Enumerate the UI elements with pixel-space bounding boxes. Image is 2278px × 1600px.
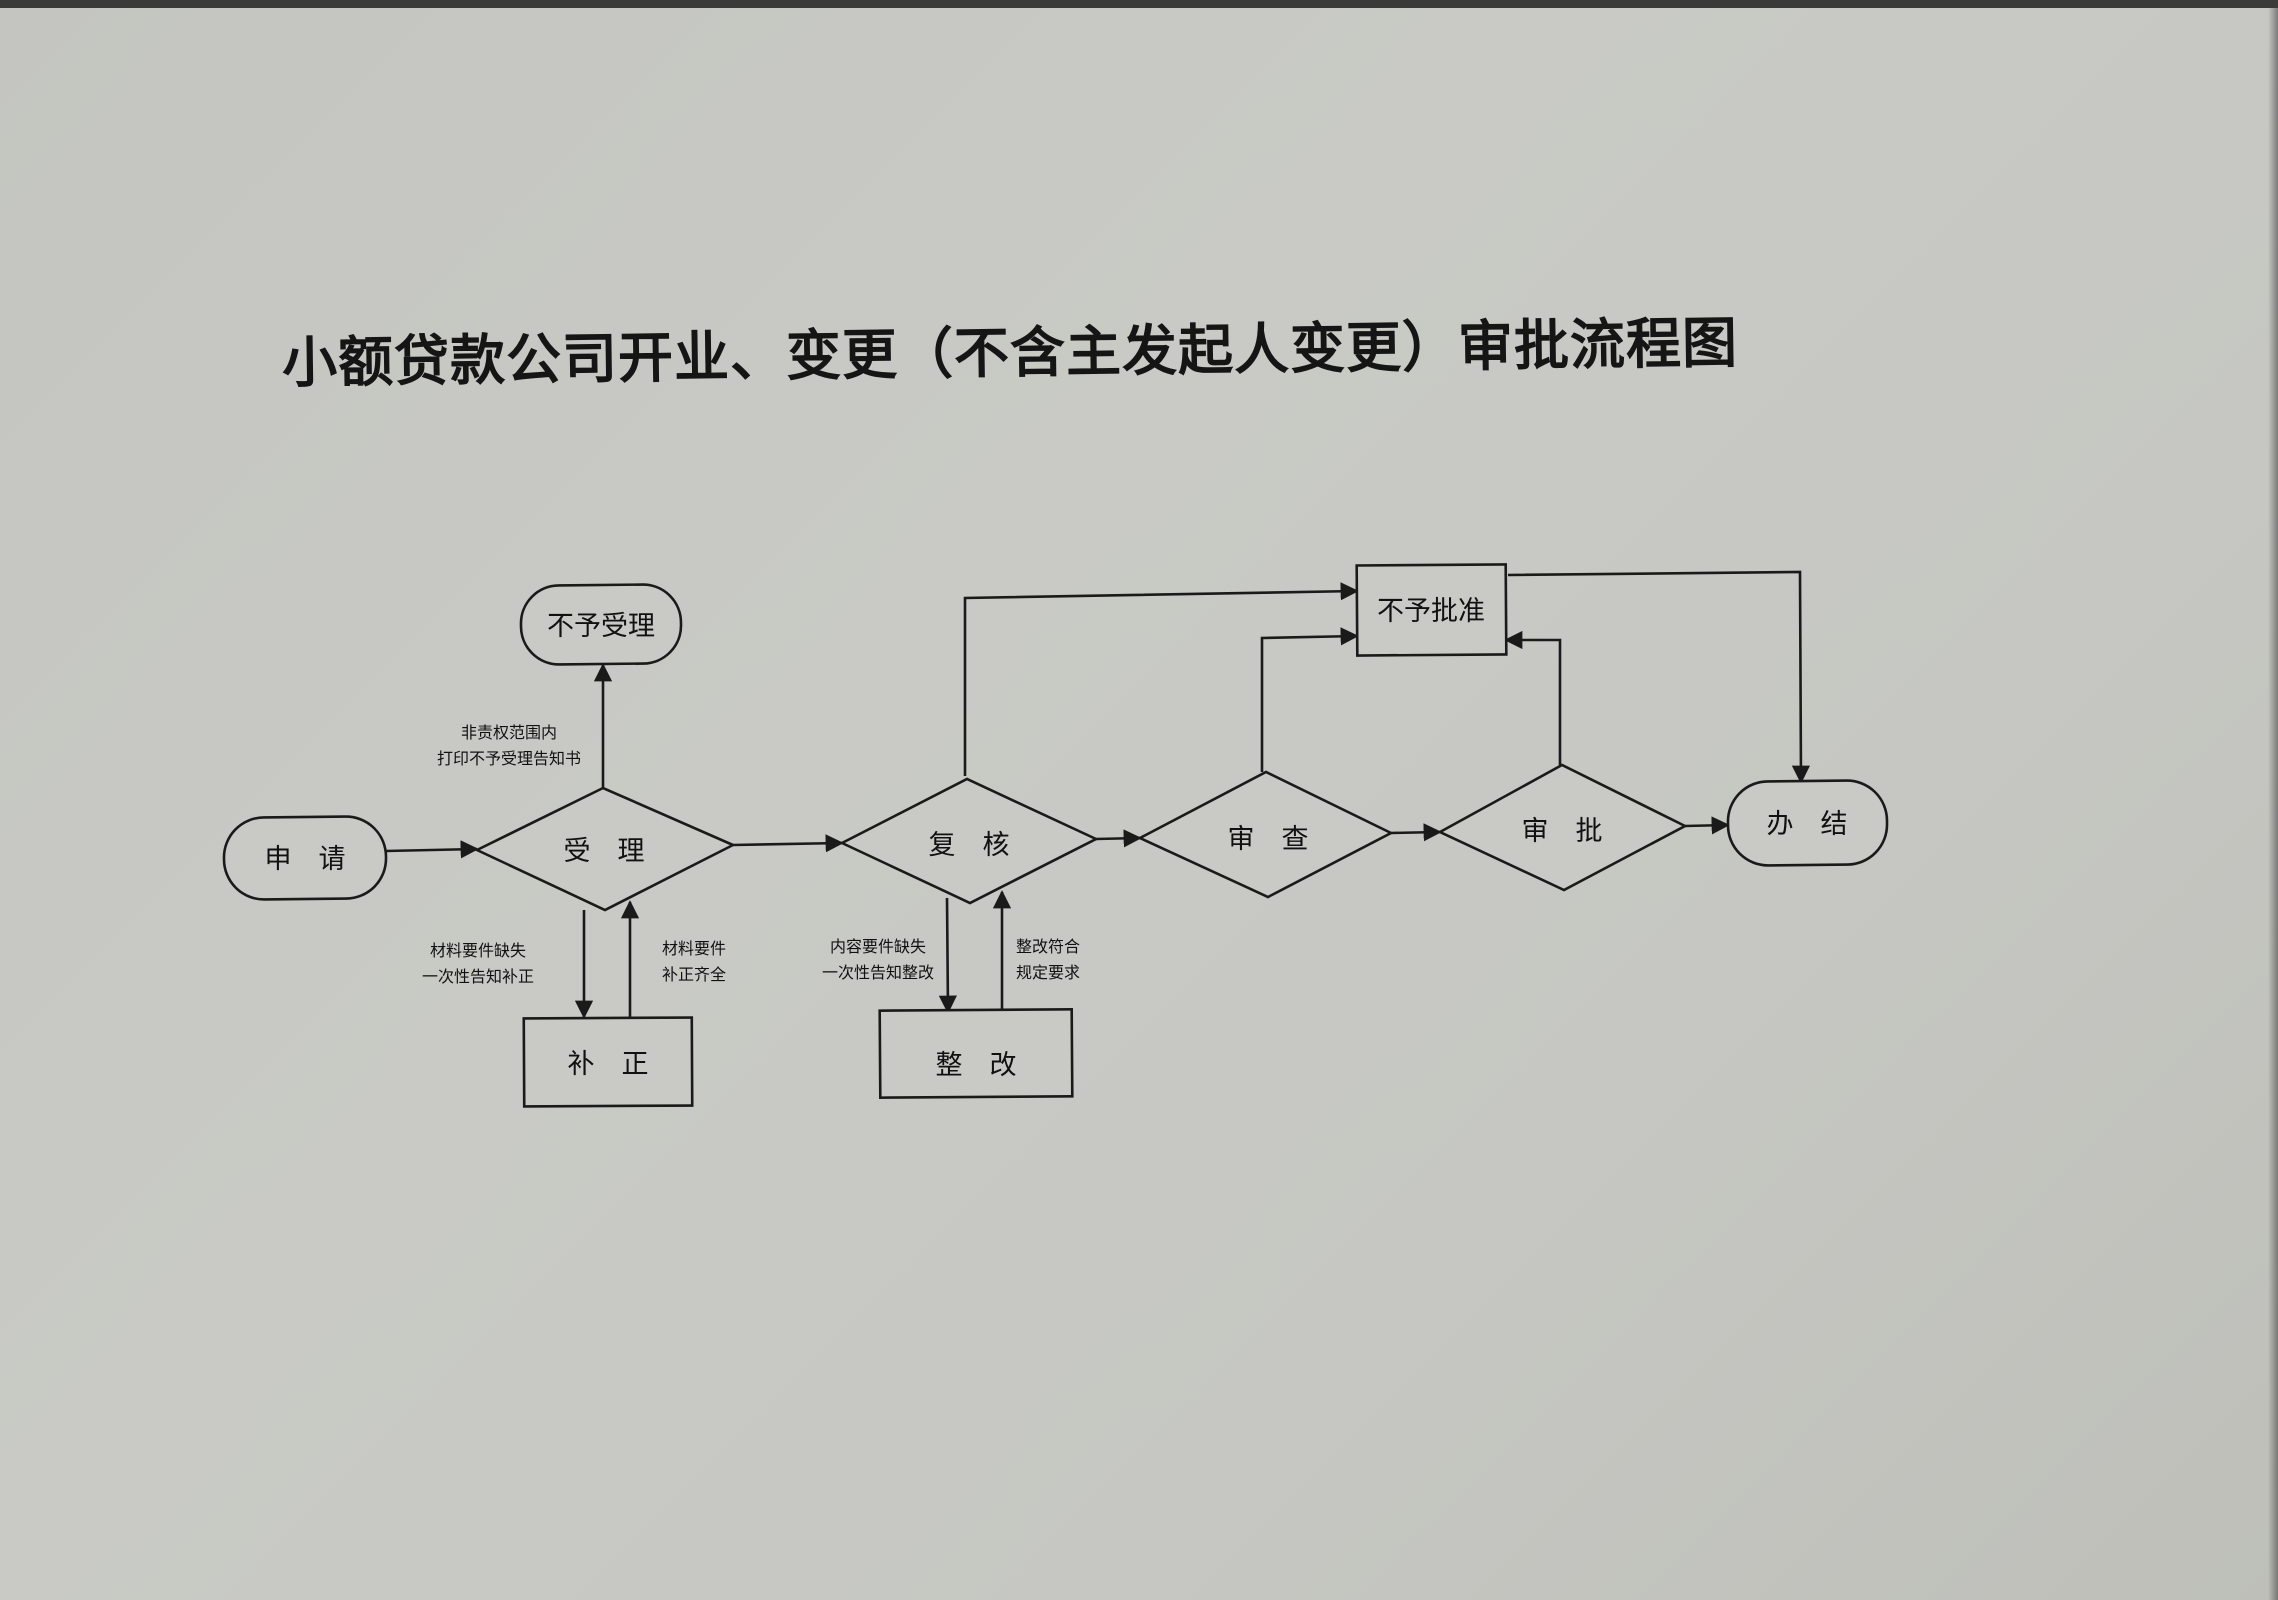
- node-supplement: 补 正: [522, 1016, 694, 1108]
- node-reject-approve: 不予批准: [1355, 563, 1508, 657]
- svg-text:复 核: 复 核: [929, 830, 1010, 861]
- svg-text:材料要件: 材料要件: [662, 939, 726, 958]
- svg-text:受 理: 受 理: [564, 836, 645, 867]
- edge-reject-approve-complete: [1507, 570, 1811, 784]
- photo-top-edge: [0, 0, 2278, 8]
- node-approve: 审 批: [1437, 763, 1688, 892]
- svg-text:申 请: 申 请: [265, 844, 346, 875]
- condition-missing-content: 内容要件缺失 一次性告知整改: [822, 937, 934, 982]
- node-reject-accept: 不予受理: [519, 583, 683, 666]
- edge-approve-complete: [1684, 816, 1730, 835]
- edge-approve-reject-approve: [1504, 630, 1562, 765]
- svg-text:一次性告知补正: 一次性告知补正: [422, 967, 534, 986]
- svg-text:补 正: 补 正: [568, 1049, 649, 1080]
- node-rectify: 整 改: [878, 1008, 1074, 1099]
- svg-text:规定要求: 规定要求: [1016, 963, 1080, 982]
- edge-review-approve: [1390, 823, 1442, 842]
- photo-right-edge: [2268, 0, 2278, 1600]
- edge-recheck-review: [1095, 829, 1142, 848]
- condition-rectify-ok: 整改符合 规定要求: [1016, 937, 1080, 982]
- node-complete: 办 结: [1726, 779, 1889, 867]
- svg-text:办 结: 办 结: [1767, 809, 1848, 840]
- condition-out-of-scope: 非责权范围内 打印不予受理告知书: [437, 723, 581, 768]
- node-apply: 申 请: [222, 815, 388, 901]
- edge-accept-recheck: [732, 834, 844, 853]
- edge-apply-accept: [385, 840, 479, 859]
- edge-review-reject-approve: [1260, 627, 1359, 772]
- edges: [385, 570, 1811, 1019]
- svg-text:材料要件缺失: 材料要件缺失: [430, 941, 526, 960]
- condition-missing-materials: 材料要件缺失 一次性告知补正: [422, 941, 534, 986]
- svg-text:内容要件缺失: 内容要件缺失: [830, 937, 926, 956]
- svg-text:整改符合: 整改符合: [1016, 937, 1080, 956]
- svg-text:审 查: 审 查: [1228, 824, 1309, 855]
- svg-text:整 改: 整 改: [936, 1050, 1017, 1081]
- node-recheck: 复 核: [839, 777, 1099, 905]
- svg-text:不予批准: 不予批准: [1377, 596, 1485, 627]
- svg-text:打印不予受理告知书: 打印不予受理告知书: [437, 749, 581, 768]
- condition-materials-complete: 材料要件 补正齐全: [662, 939, 726, 984]
- node-review: 审 查: [1137, 770, 1394, 899]
- edge-recheck-rectify: [938, 897, 957, 1014]
- edge-recheck-reject-approve: [963, 582, 1359, 776]
- svg-text:审 批: 审 批: [1522, 816, 1603, 847]
- node-accept: 受 理: [473, 786, 737, 912]
- svg-text:不予受理: 不予受理: [547, 611, 655, 642]
- svg-text:非责权范围内: 非责权范围内: [461, 723, 557, 742]
- svg-text:补正齐全: 补正齐全: [662, 965, 726, 984]
- svg-text:一次性告知整改: 一次性告知整改: [822, 963, 934, 982]
